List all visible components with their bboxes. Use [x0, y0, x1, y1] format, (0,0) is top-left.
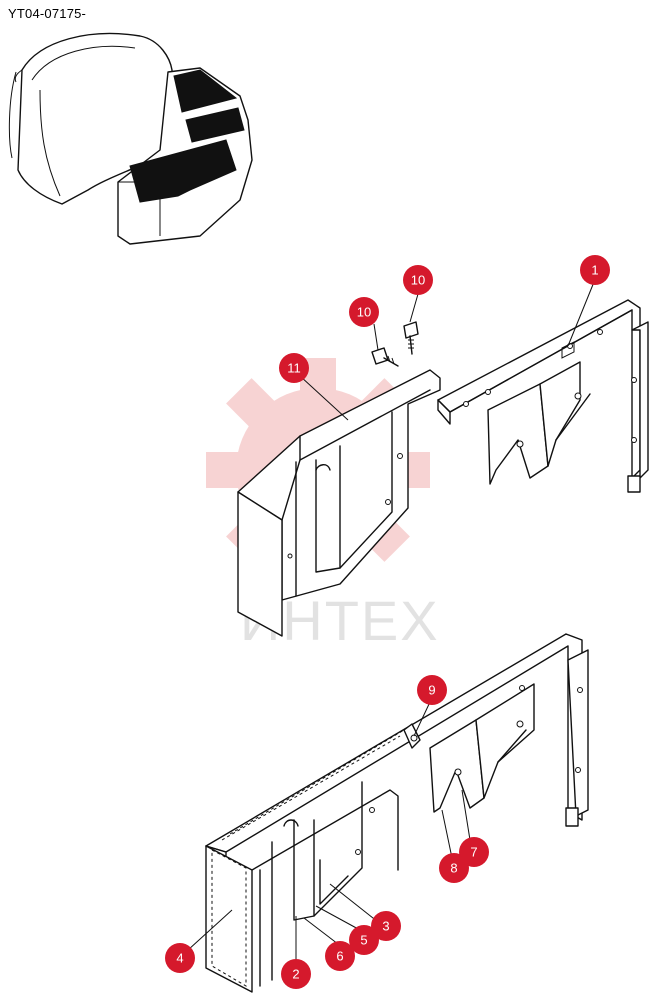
callout-1-label: 1: [591, 263, 598, 278]
callout-6-label: 6: [336, 949, 343, 964]
callout-10a[interactable]: 10: [403, 265, 433, 295]
callout-6[interactable]: 6: [325, 941, 355, 971]
callout-4-label: 4: [176, 951, 183, 966]
machine-canopy-overview: [8, 32, 253, 245]
callout-3[interactable]: 3: [371, 911, 401, 941]
part-11-cover-panel: [237, 369, 441, 637]
part-10-bolt-a: [403, 321, 419, 355]
callout-10b-label: 10: [357, 305, 371, 320]
callout-4[interactable]: 4: [165, 943, 195, 973]
callout-8[interactable]: 8: [439, 853, 469, 883]
callout-11-label: 11: [287, 361, 301, 376]
callout-8-label: 8: [450, 861, 457, 876]
callout-9[interactable]: 9: [417, 675, 447, 705]
callout-1[interactable]: 1: [580, 255, 610, 285]
callout-11[interactable]: 11: [279, 353, 309, 383]
callout-2[interactable]: 2: [281, 959, 311, 989]
document-code: YT04-07175-: [8, 6, 87, 21]
callout-7-label: 7: [470, 845, 477, 860]
leader-lines: [187, 281, 595, 960]
lower-assembly: [205, 633, 589, 993]
callout-9-label: 9: [428, 683, 435, 698]
callout-5[interactable]: 5: [349, 925, 379, 955]
callout-2-label: 2: [292, 967, 299, 982]
callout-7[interactable]: 7: [459, 837, 489, 867]
part-10-bolt-b: [371, 347, 399, 367]
part-1-bracket-frame: [437, 299, 649, 493]
callout-3-label: 3: [382, 919, 389, 934]
callout-10b[interactable]: 10: [349, 297, 379, 327]
callout-10a-label: 10: [411, 273, 425, 288]
callout-5-label: 5: [360, 933, 367, 948]
